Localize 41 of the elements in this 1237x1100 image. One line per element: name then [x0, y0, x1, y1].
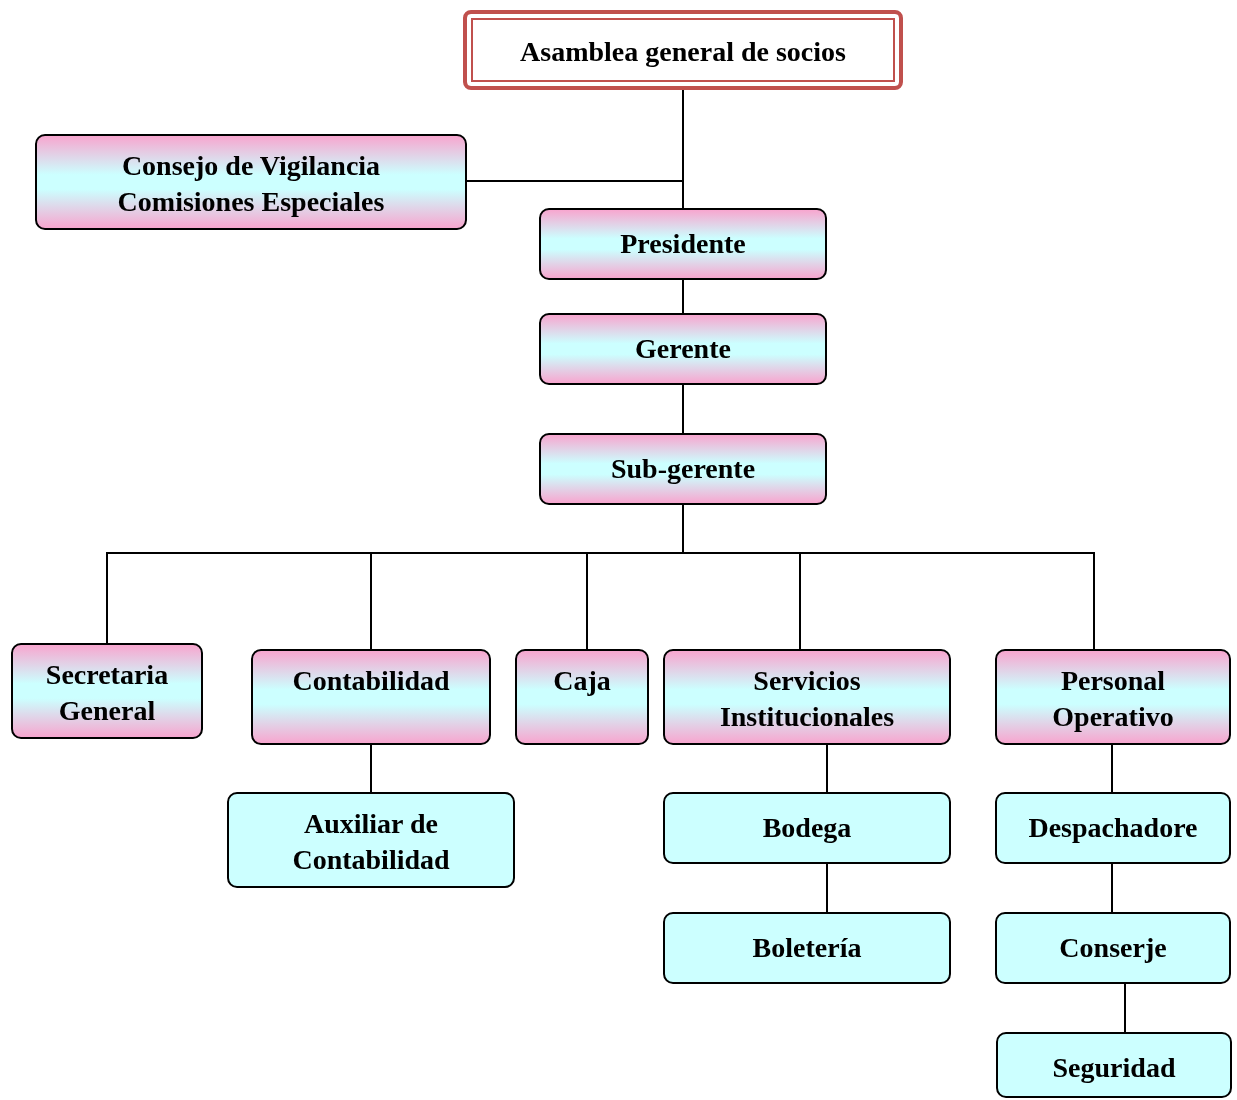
- position-box: [996, 1032, 1232, 1098]
- top-position-box: [463, 10, 903, 90]
- position-box: [11, 643, 203, 739]
- connector-line: [826, 863, 828, 913]
- position-title: Bodega: [761, 811, 853, 845]
- position-title: Consejo de Vigilancia Comisiones Especiales: [116, 149, 386, 220]
- position-title: Caja: [552, 664, 612, 698]
- position-title: Presidente: [619, 227, 747, 261]
- position-title: Contabilidad: [291, 664, 451, 698]
- position-box: [539, 433, 827, 505]
- position-title: Despachadore: [1027, 811, 1199, 845]
- connector-line: [826, 744, 828, 793]
- position-title: Sub-gerente: [609, 452, 757, 486]
- position-box: [995, 912, 1231, 984]
- position-box: [995, 792, 1231, 864]
- position-box: [227, 792, 515, 888]
- position-box: [539, 313, 827, 385]
- connector-line: [1111, 863, 1113, 913]
- position-title: Personal Operativo: [1051, 664, 1175, 735]
- position-box: [663, 912, 951, 984]
- position-title: Servicios Institucionales: [718, 664, 896, 735]
- connector-line: [370, 744, 372, 793]
- connector-line: [1124, 983, 1126, 1033]
- connector-line: [682, 384, 684, 434]
- position-box: [35, 134, 467, 230]
- position-box: [663, 792, 951, 864]
- position-title: Asamblea general de socios: [519, 35, 847, 69]
- position-box: [663, 649, 951, 745]
- position-box: [251, 649, 491, 745]
- position-box: [995, 649, 1231, 745]
- position-title: Conserje: [1058, 931, 1168, 965]
- position-title: Seguridad: [1051, 1051, 1177, 1085]
- position-title: Auxiliar de Contabilidad: [291, 807, 451, 878]
- connector-line: [682, 89, 684, 209]
- position-box: [539, 208, 827, 280]
- position-title: Gerente: [634, 332, 732, 366]
- connector-line: [682, 279, 684, 314]
- position-title: Boletería: [751, 931, 863, 965]
- position-title: Secretaria General: [44, 658, 170, 729]
- connector-line: [1111, 744, 1113, 793]
- position-box: [515, 649, 649, 745]
